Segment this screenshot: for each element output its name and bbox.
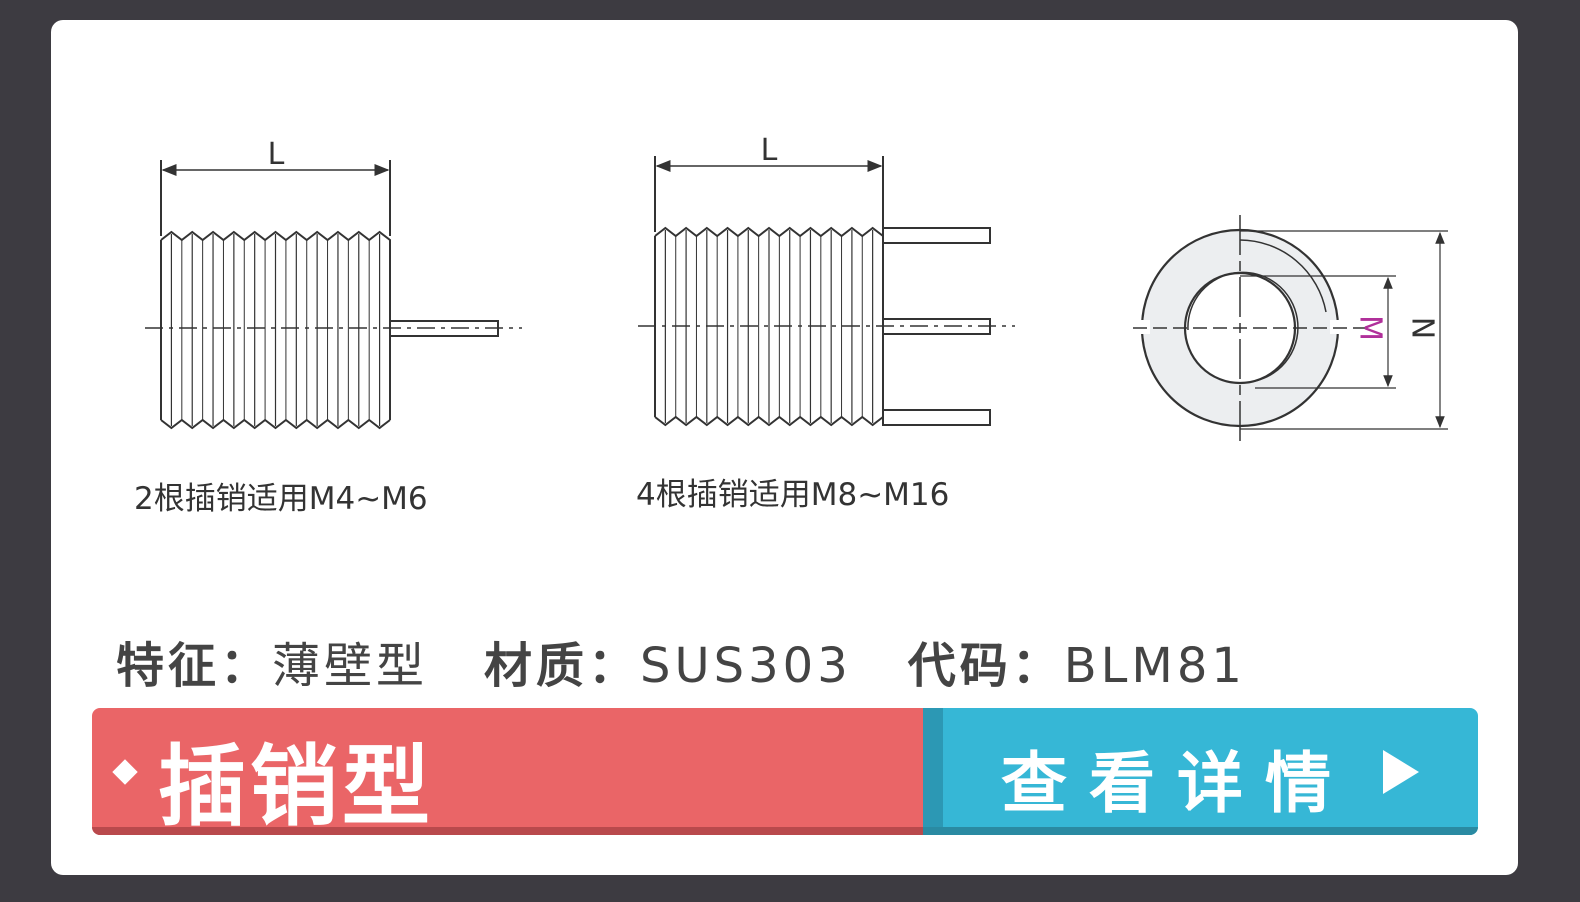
type-label: 插销型 <box>158 735 435 835</box>
thread-outline <box>160 230 391 420</box>
feature-label: 特征： <box>116 638 273 694</box>
insert-end-view-drawing <box>1133 215 1448 445</box>
thread-outline <box>654 226 884 417</box>
caption-2pin: 2根插销适用M4~M6 <box>134 481 428 517</box>
view-details-label: 查看详情 <box>1001 745 1353 822</box>
diamond-bullet-icon <box>112 759 138 785</box>
material-value: SUS303 <box>640 638 852 694</box>
feature-value: 薄壁型 <box>272 638 429 694</box>
type-banner: 插销型 查看详情 <box>92 708 1478 835</box>
play-arrow-icon <box>1383 750 1419 794</box>
material-label: 材质： <box>484 638 641 694</box>
dimension-L-label: L <box>268 137 285 172</box>
code-label: 代码： <box>907 638 1064 694</box>
spec-line: 特征：薄壁型材质：SUS303 代码：BLM81 <box>116 626 1246 696</box>
dimension-N-label: N <box>1405 317 1440 339</box>
code-value: BLM81 <box>1063 638 1246 694</box>
view-details-button[interactable]: 查看详情 <box>923 708 1478 835</box>
insert-4pin-drawing <box>638 156 1015 427</box>
caption-4pin: 4根插销适用M8~M16 <box>636 477 950 513</box>
thread-outline <box>160 240 391 430</box>
insert-2pin-drawing <box>145 160 522 430</box>
type-section: 插销型 <box>92 708 923 835</box>
dimension-M-label: M <box>1353 315 1388 341</box>
dimension-L-label: L <box>761 133 778 168</box>
